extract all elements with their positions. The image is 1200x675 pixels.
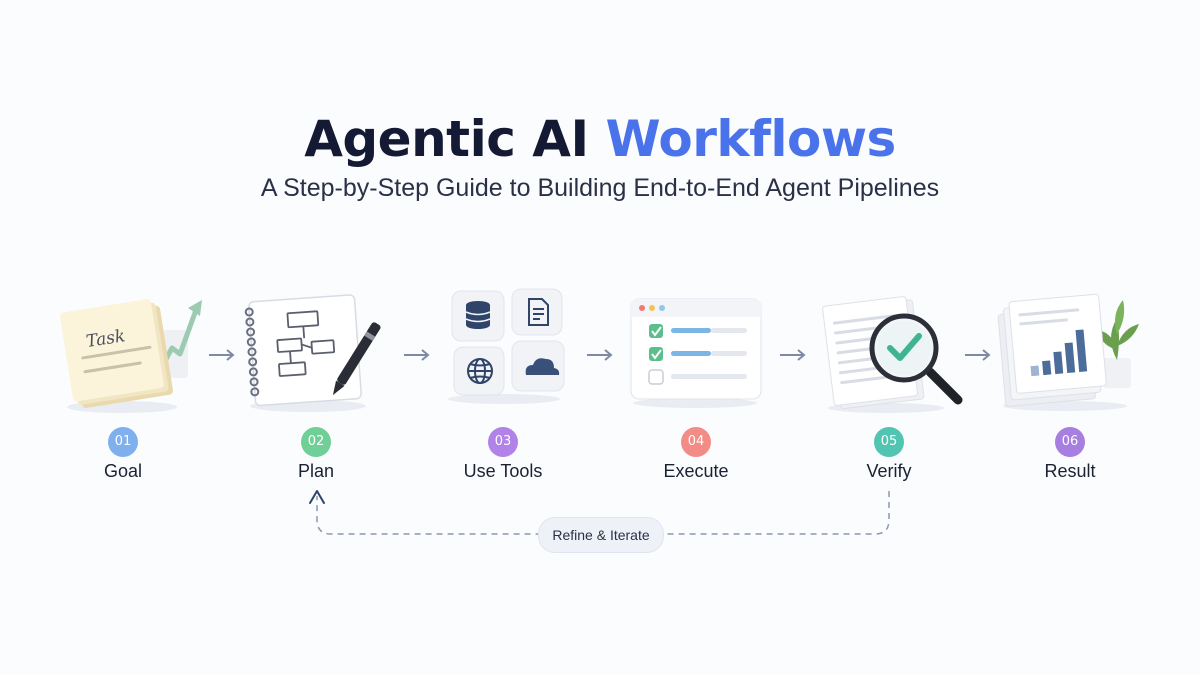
page-subtitle: A Step-by-Step Guide to Building End-to-…	[260, 174, 940, 202]
arrow-3-4-icon	[587, 349, 613, 361]
task-note-icon: Task	[60, 299, 202, 413]
magnifier-check-icon	[822, 296, 963, 413]
refine-iterate-pill: Refine & Iterate	[538, 517, 664, 553]
step-label-result: Result	[1044, 461, 1096, 481]
step-badge-execute: 04	[681, 427, 711, 457]
report-chart-icon	[997, 293, 1139, 411]
step-label-goal: Goal	[103, 461, 143, 481]
flowchart-notebook-icon	[244, 294, 381, 412]
step-label-execute: Execute	[663, 461, 729, 481]
arrow-4-5-icon	[780, 349, 806, 361]
page-title: Agentic AI Workflows	[0, 110, 1200, 168]
step-label-plan: Plan	[297, 461, 335, 481]
step-badge-use-tools: 03	[488, 427, 518, 457]
checklist-window-icon	[630, 298, 762, 408]
arrow-5-6-icon	[965, 349, 991, 361]
step-label-use-tools: Use Tools	[463, 461, 543, 481]
loop-arrowhead-icon	[309, 490, 325, 504]
arrow-1-2-icon	[209, 349, 235, 361]
tools-grid-icon	[448, 288, 565, 404]
title-accent: Workflows	[605, 110, 896, 168]
title-main: Agentic AI	[304, 110, 606, 168]
step-badge-verify: 05	[874, 427, 904, 457]
step-label-verify: Verify	[866, 461, 912, 481]
step-badge-plan: 02	[301, 427, 331, 457]
step-badge-result: 06	[1055, 427, 1085, 457]
arrow-2-3-icon	[404, 349, 430, 361]
step-badge-goal: 01	[108, 427, 138, 457]
